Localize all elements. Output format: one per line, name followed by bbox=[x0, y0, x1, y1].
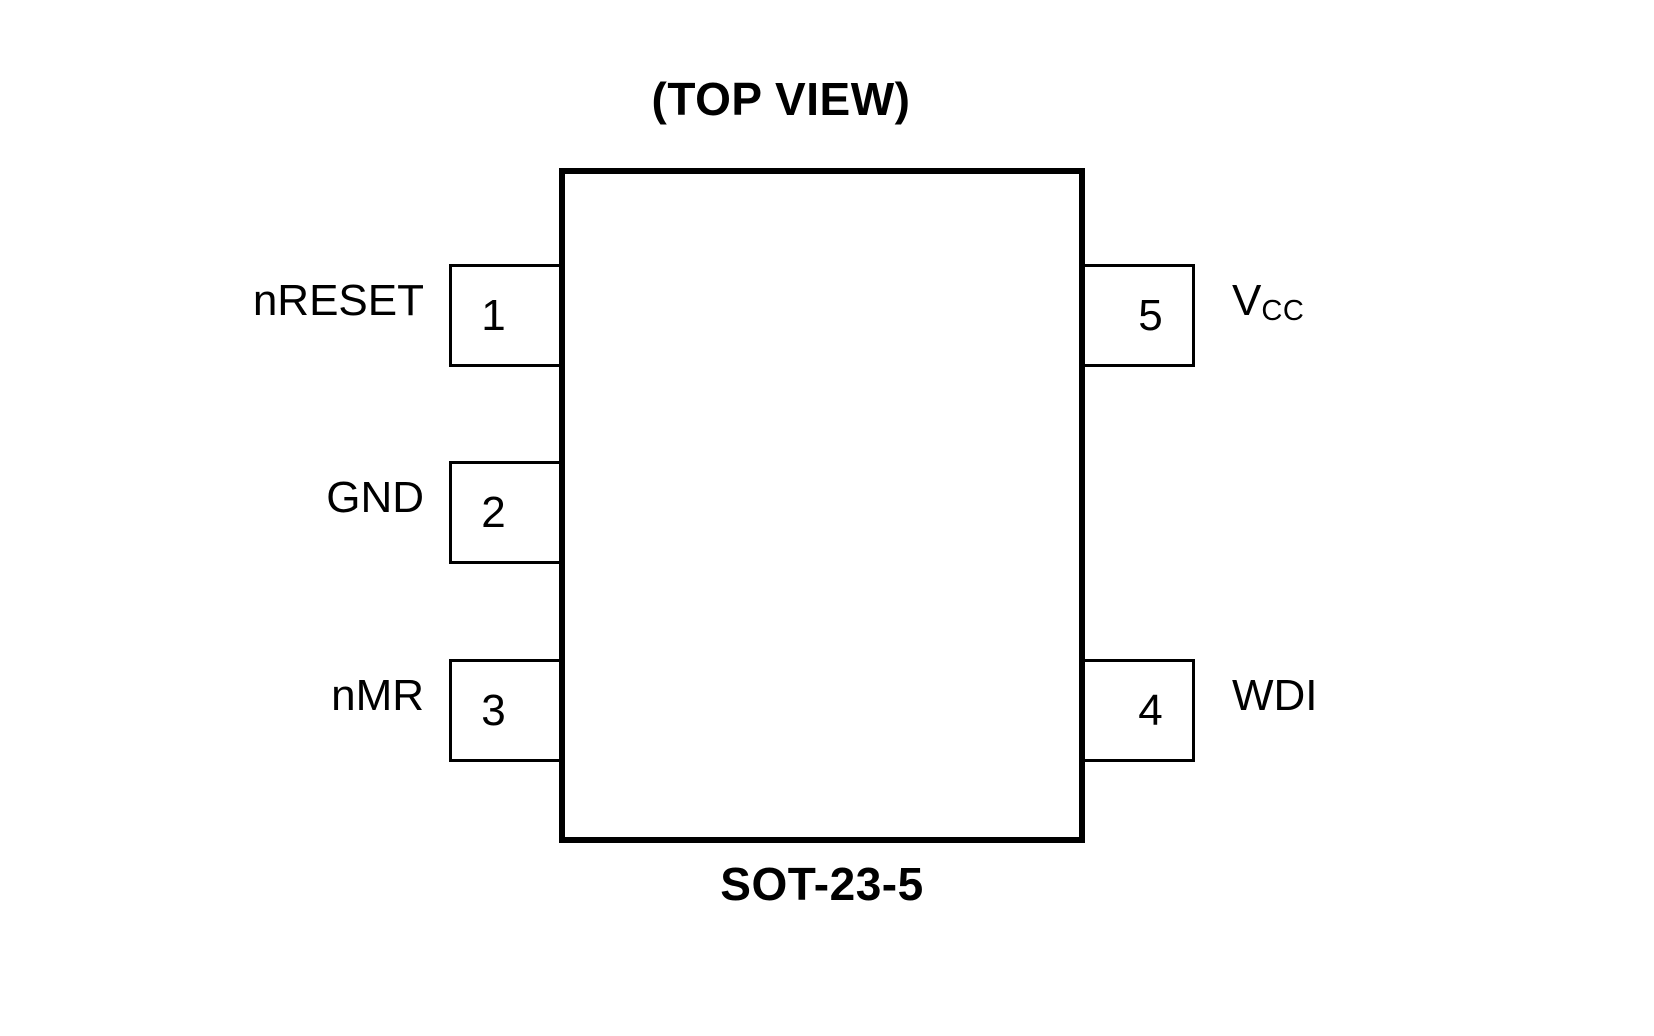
pin-4-signal-label: WDI bbox=[1232, 674, 1318, 718]
package-body-outline bbox=[559, 168, 1085, 843]
pin-2-signal-text: GND bbox=[326, 473, 424, 522]
package-name-label: SOT-23-5 bbox=[720, 858, 924, 910]
pin-1-number: 1 bbox=[481, 290, 506, 340]
pin-5: 5 bbox=[1082, 264, 1195, 367]
diagram-title-text: (TOP VIEW) bbox=[651, 73, 911, 125]
pin-5-number: 5 bbox=[1138, 290, 1163, 340]
pin-5-signal-subscript: CC bbox=[1261, 294, 1305, 327]
pin-4: 4 bbox=[1082, 659, 1195, 762]
pin-5-signal-text: V bbox=[1232, 276, 1262, 325]
pin-3-signal-text: nMR bbox=[331, 671, 424, 720]
pin-4-number: 4 bbox=[1138, 685, 1163, 735]
pin-4-signal-text: WDI bbox=[1232, 671, 1318, 720]
pin-2-number: 2 bbox=[481, 487, 506, 537]
pin-1-signal-text: nRESET bbox=[252, 276, 424, 325]
pin-3-signal-label: nMR bbox=[331, 674, 424, 718]
pin-3: 3 bbox=[449, 659, 562, 762]
pin-2-signal-label: GND bbox=[326, 476, 424, 520]
pin-5-signal-label: VCC bbox=[1232, 276, 1304, 326]
pin-1: 1 bbox=[449, 264, 562, 367]
diagram-title: (TOP VIEW) bbox=[0, 76, 1654, 122]
pin-3-number: 3 bbox=[481, 685, 506, 735]
pin-2: 2 bbox=[449, 461, 562, 564]
pin-1-signal-label: nRESET bbox=[253, 279, 424, 323]
